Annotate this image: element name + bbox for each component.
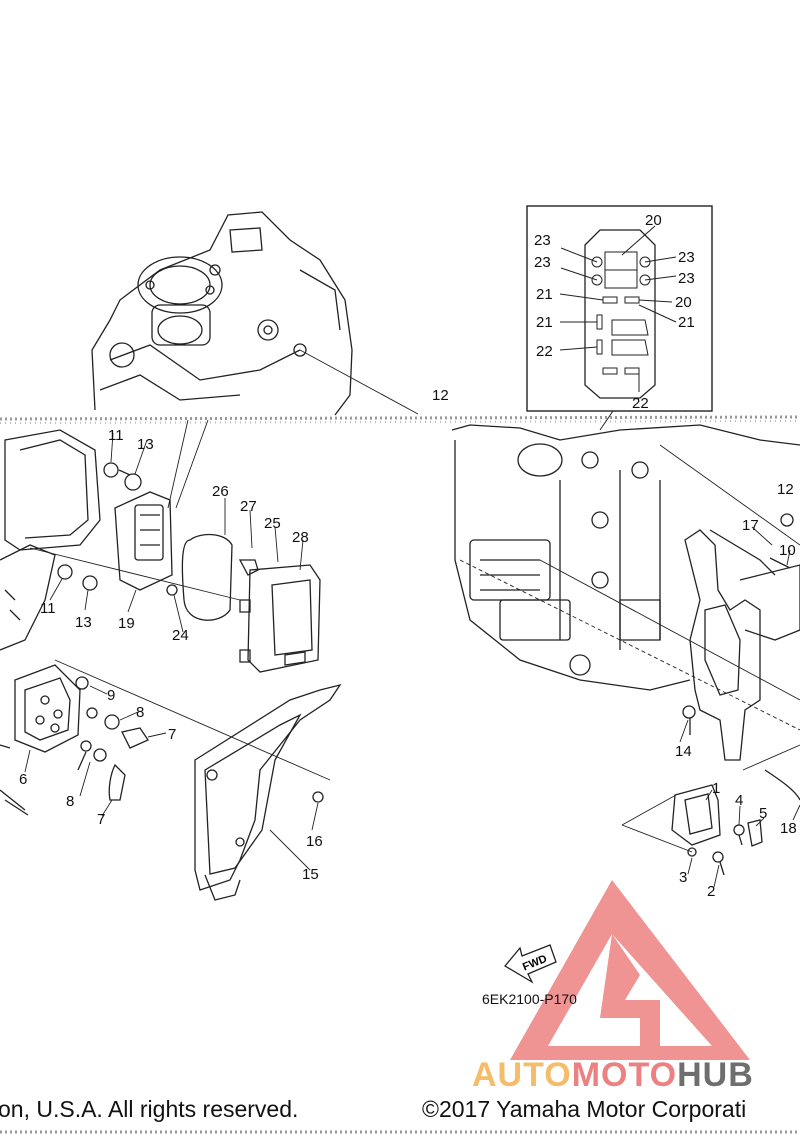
callout-28: 28 (292, 529, 309, 546)
watermark-text-hub: HUB (677, 1056, 754, 1094)
inset-label-23a: 23 (534, 232, 551, 249)
callout-2: 2 (707, 883, 715, 900)
watermark-logo (510, 880, 750, 1060)
inset-labels: 20 23 23 23 23 21 20 21 21 22 22 (534, 212, 695, 412)
watermark-text-auto: AUTO (472, 1056, 572, 1094)
torn-separator (0, 415, 800, 1134)
part-code: 6EK2100-P170 (482, 991, 577, 1007)
inset-label-23d: 23 (678, 270, 695, 287)
engine-block-side (451, 424, 800, 691)
callout-15: 15 (302, 866, 319, 883)
inset-label-22a: 22 (536, 343, 553, 360)
callout-12-right: 12 (777, 481, 794, 498)
copyright-left: on, U.S.A. All rights reserved. (0, 1096, 299, 1122)
inset-label-22b: 22 (632, 395, 649, 412)
callout-16: 16 (306, 833, 323, 850)
callout-25: 25 (264, 515, 281, 532)
callout-19: 19 (118, 615, 135, 632)
callout-1: 1 (712, 780, 720, 797)
callout-27: 27 (240, 498, 257, 515)
callout-8-top: 8 (136, 704, 144, 721)
right-assembly (671, 513, 800, 876)
inset-label-21b: 21 (536, 314, 553, 331)
callout-10: 10 (779, 542, 796, 559)
engine-block-top (91, 211, 353, 416)
callout-17: 17 (742, 517, 759, 534)
callout-13-bottom: 13 (75, 614, 92, 631)
callout-24: 24 (172, 627, 189, 644)
callout-18: 18 (780, 820, 797, 837)
callout-labels: 12 11 13 26 27 25 28 11 13 19 24 9 8 7 6… (19, 387, 797, 900)
callout-7-top: 7 (168, 726, 176, 743)
callout-13-top: 13 (137, 436, 154, 453)
callout-9: 9 (107, 687, 115, 704)
forward-arrow-icon: FWD (504, 944, 557, 984)
callout-3: 3 (679, 869, 687, 886)
inset-label-23c: 23 (678, 249, 695, 266)
callout-8-bottom: 8 (66, 793, 74, 810)
callout-6: 6 (19, 771, 27, 788)
inset-label-20b: 20 (675, 294, 692, 311)
callout-4: 4 (735, 792, 743, 809)
callout-5: 5 (759, 805, 767, 822)
callout-11-top: 11 (108, 427, 124, 444)
inset-label-21a: 21 (536, 286, 553, 303)
callout-12-top: 12 (432, 387, 449, 404)
inset-label-21c: 21 (678, 314, 695, 331)
callout-14: 14 (675, 743, 692, 760)
watermark-text-moto: MOTO (571, 1056, 678, 1094)
callout-11-bottom: 11 (40, 600, 56, 617)
left-assembly (0, 429, 342, 901)
inset-label-20a: 20 (645, 212, 662, 229)
inset-label-23b: 23 (534, 254, 551, 271)
callout-7-bottom: 7 (97, 811, 105, 828)
leader-lines (24, 349, 800, 888)
copyright-right: ©2017 Yamaha Motor Corporati (422, 1096, 747, 1122)
inset-detail (526, 205, 713, 431)
watermark-text: AUTOMOTOHUB (472, 1056, 754, 1095)
callout-26: 26 (212, 483, 229, 500)
